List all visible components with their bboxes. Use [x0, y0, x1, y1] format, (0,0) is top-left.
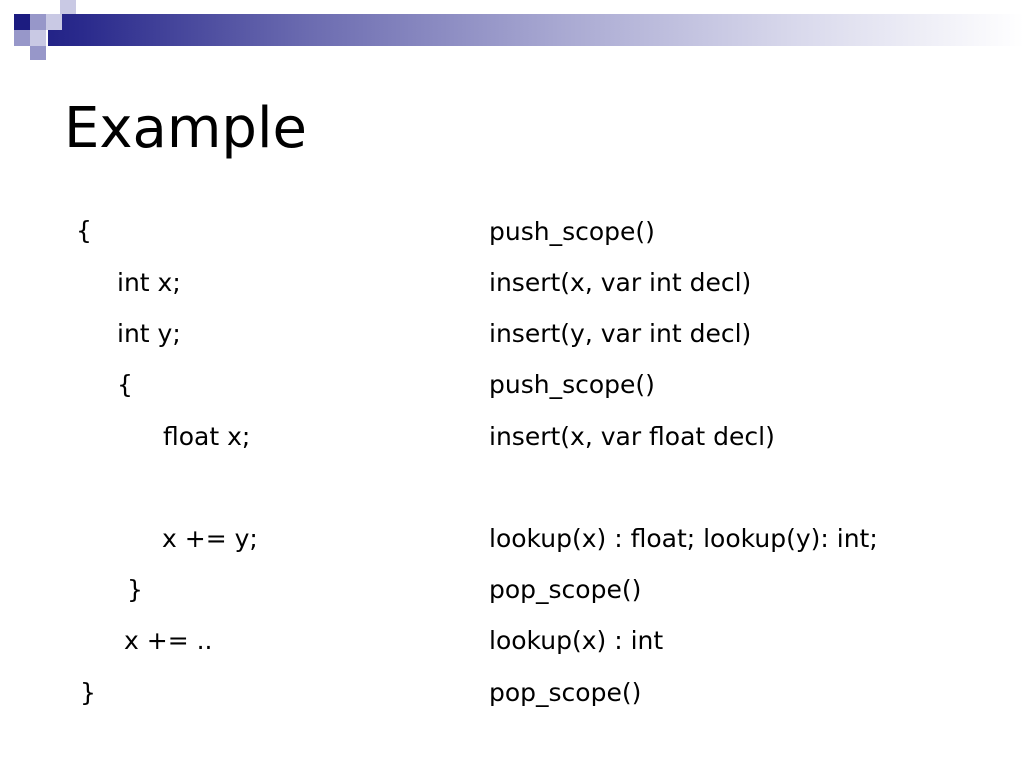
logo-square-mid	[14, 30, 30, 46]
logo-square-dark	[14, 14, 30, 30]
logo-square-mid	[30, 46, 46, 60]
code-line: x += y;	[162, 524, 258, 553]
code-line: }	[127, 575, 143, 604]
code-line: float x;	[163, 422, 251, 451]
slide-title: Example	[64, 96, 307, 161]
code-line: }	[80, 678, 96, 707]
symbol-table-op: insert(x, var float decl)	[489, 422, 775, 451]
symbol-table-op: pop_scope()	[489, 678, 642, 707]
code-line: {	[117, 370, 133, 399]
symbol-table-op: push_scope()	[489, 370, 655, 399]
symbol-table-op: push_scope()	[489, 217, 655, 246]
code-line: {	[76, 216, 92, 245]
symbol-table-op: lookup(x) : int	[489, 626, 664, 655]
code-line: int x;	[117, 268, 181, 297]
logo-square-light	[60, 0, 76, 14]
header-gradient-band	[0, 14, 1024, 46]
symbol-table-op: insert(x, var int decl)	[489, 268, 752, 297]
symbol-table-op: lookup(x) : float; lookup(y): int;	[489, 524, 878, 553]
logo-square-light	[46, 14, 62, 30]
logo-square-mid	[30, 14, 46, 30]
code-line: int y;	[117, 319, 181, 348]
symbol-table-op: insert(y, var int decl)	[489, 319, 752, 348]
code-line: x += ..	[124, 626, 213, 655]
symbol-table-op: pop_scope()	[489, 575, 642, 604]
logo-square-light	[30, 30, 46, 46]
